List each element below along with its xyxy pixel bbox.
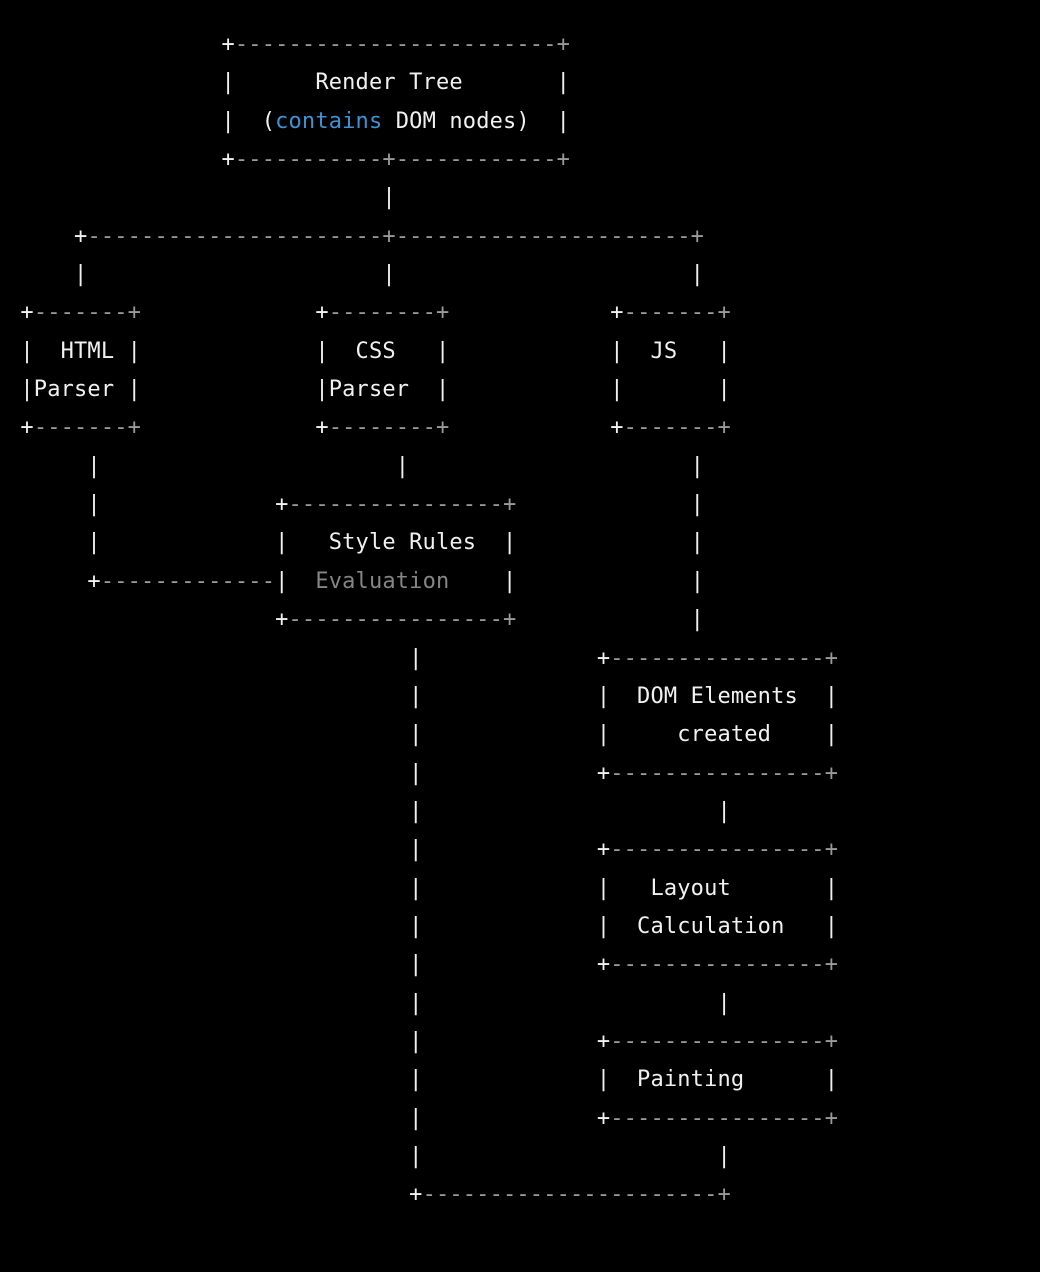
ascii-line: | | [7, 798, 731, 824]
ascii-line: +----------------------+ [7, 1182, 731, 1208]
ascii-line: | Render Tree | [7, 70, 571, 96]
ascii-line: +-------------| Evaluation | | [7, 568, 705, 594]
ascii-line: | | Calculation | [7, 913, 839, 939]
ascii-line: | +----------------+ [7, 837, 839, 863]
ascii-line: | (contains DOM nodes) | [7, 108, 571, 134]
ascii-line: +----------------------+----------------… [7, 223, 705, 249]
ascii-line: | | Layout | [7, 875, 839, 901]
ascii-line: | +----------------+ [7, 952, 839, 978]
ascii-line: | [7, 185, 396, 211]
ascii-line: | +----------------+ [7, 1105, 839, 1131]
ascii-line: +-----------+------------+ [7, 147, 571, 173]
ascii-line: | HTML | | CSS | | JS | [7, 338, 731, 364]
ascii-line: | | created | [7, 722, 839, 748]
ascii-line: | | Painting | [7, 1067, 839, 1093]
ascii-line: | | | [7, 453, 705, 479]
ascii-flow-diagram: +------------------------+ | Render Tree… [7, 32, 839, 1208]
ascii-line: | | | [7, 262, 705, 288]
ascii-line: | +----------------+ [7, 1028, 839, 1054]
ascii-line: | +----------------+ [7, 760, 839, 786]
ascii-line: +-------+ +--------+ +-------+ [7, 415, 731, 441]
ascii-line: | +----------------+ | [7, 492, 705, 518]
ascii-line: +-------+ +--------+ +-------+ [7, 300, 731, 326]
ascii-line: +----------------+ | [7, 607, 705, 633]
ascii-line: | +----------------+ [7, 645, 839, 671]
ascii-line: | | DOM Elements | [7, 683, 839, 709]
ascii-line: |Parser | |Parser | | | [7, 377, 731, 403]
ascii-line: +------------------------+ [7, 32, 571, 57]
ascii-line: | | Style Rules | | [7, 530, 705, 556]
ascii-line: | | [7, 990, 731, 1016]
ascii-line: | | [7, 1143, 731, 1169]
